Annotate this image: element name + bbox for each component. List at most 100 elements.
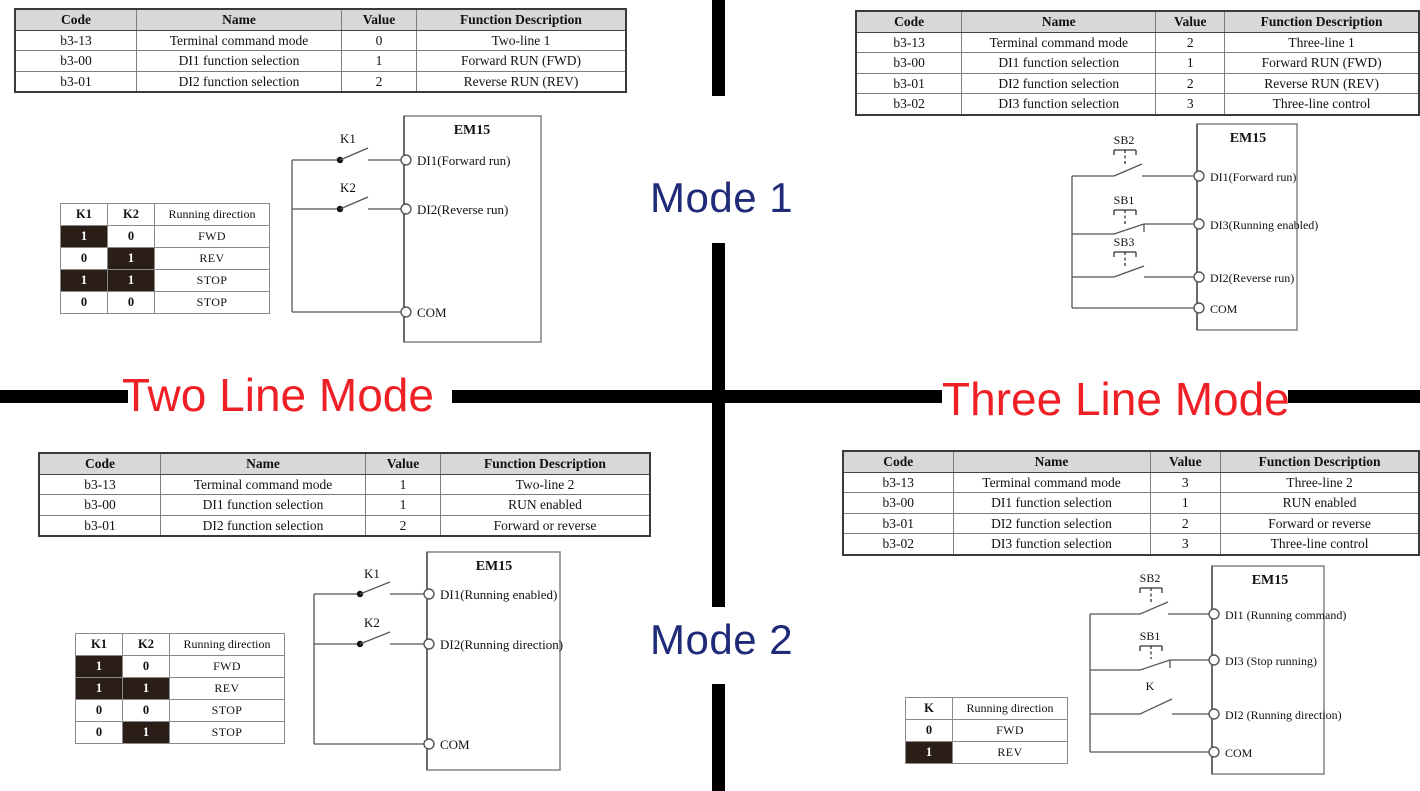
- terminal-label-di2: DI2 (Running direction): [1225, 708, 1342, 722]
- col-code: Code: [14, 8, 137, 31]
- switch-blade-k2: [359, 631, 391, 645]
- cell-name: DI2 function selection: [136, 70, 342, 93]
- terminal-di1: [400, 154, 412, 166]
- cell-value: 3: [1155, 93, 1226, 116]
- cell-code: b3-01: [38, 514, 161, 537]
- terminal-com: [1208, 746, 1220, 758]
- terminal-label-di2: DI2(Reverse run): [1210, 271, 1294, 285]
- cell-description: Two-line 1: [416, 29, 627, 52]
- param-table-three-line-2: Code Name Value Function Description b3-…: [842, 450, 1420, 556]
- terminal-di2: [400, 203, 412, 215]
- mode-2-label: Mode 2: [650, 616, 794, 663]
- cell-description: Forward or reverse: [440, 514, 651, 537]
- truth-row: 0 0 STOP: [60, 291, 270, 314]
- table-header-row: Code Name Value Function Description: [38, 452, 651, 475]
- col-function-description: Function Description: [1220, 450, 1420, 473]
- col-k2: K2: [122, 633, 170, 656]
- switch-blade-k2: [339, 196, 369, 210]
- truth-row: 0 FWD: [905, 719, 1068, 742]
- truth-table-two-line-1: K1 K2 Running direction 1 0 FWD 0 1 REV …: [60, 203, 270, 314]
- switch-blade-sb1: [1139, 659, 1171, 671]
- param-table-three-line-1: Code Name Value Function Description b3-…: [855, 10, 1420, 116]
- truth-row: 1 0 FWD: [60, 225, 270, 248]
- quadrant-two-line-1: Code Name Value Function Description b3-…: [0, 0, 712, 390]
- drive-body: [1211, 565, 1325, 775]
- switch-blade-sb3: [1113, 265, 1145, 278]
- truth-header-row: K Running direction: [905, 697, 1068, 720]
- cell-value: 3: [1149, 471, 1222, 494]
- col-name: Name: [160, 452, 366, 475]
- cell-name: Terminal command mode: [160, 473, 366, 496]
- cell-name: DI2 function selection: [160, 514, 366, 537]
- cell-description: Reverse RUN (REV): [1224, 72, 1420, 95]
- col-running-direction: Running direction: [169, 633, 285, 656]
- cell-description: Forward RUN (FWD): [416, 50, 627, 72]
- cell-name: DI2 function selection: [961, 72, 1157, 95]
- contact-dot-k2: [336, 205, 344, 213]
- vertical-divider-bottom: [712, 684, 725, 791]
- cell-value: 1: [1149, 492, 1222, 514]
- col-code: Code: [855, 10, 963, 33]
- col-function-description: Function Description: [416, 8, 627, 31]
- cell-direction: REV: [952, 741, 1068, 764]
- col-name: Name: [952, 450, 1151, 473]
- switch-blade-k: [1139, 698, 1173, 715]
- terminal-label-di1: DI1(Running enabled): [440, 587, 557, 602]
- terminal-label-di1: DI1(Forward run): [1210, 170, 1296, 184]
- table-row: b3-02 DI3 function selection 3 Three-lin…: [842, 533, 1420, 556]
- cell-name: Terminal command mode: [961, 31, 1157, 54]
- switch-label-sb2: SB2: [1114, 133, 1135, 147]
- cell-direction: STOP: [154, 291, 270, 314]
- three-line-mode-title: Three Line Mode: [942, 373, 1290, 425]
- col-k2: K2: [107, 203, 155, 226]
- cell-code: b3-00: [855, 52, 963, 74]
- device-name: EM15: [454, 123, 491, 138]
- truth-row: 0 0 STOP: [75, 699, 285, 722]
- switch-label-sb1: SB1: [1140, 629, 1161, 643]
- table-row: b3-13 Terminal command mode 0 Two-line 1: [14, 29, 627, 52]
- table-row: b3-02 DI3 function selection 3 Three-lin…: [855, 93, 1420, 116]
- truth-table-three-line-2: K Running direction 0 FWD 1 REV: [905, 697, 1068, 764]
- terminal-label-di1: DI1(Forward run): [417, 153, 511, 168]
- switch-label-sb3: SB3: [1114, 235, 1135, 249]
- param-table-two-line-2: Code Name Value Function Description b3-…: [38, 452, 651, 538]
- col-code: Code: [842, 450, 954, 473]
- truth-row: 1 1 REV: [75, 677, 285, 700]
- mode-1-label: Mode 1: [650, 174, 794, 221]
- switch-blade-k1: [339, 147, 369, 161]
- truth-row: 0 1 REV: [60, 247, 270, 270]
- col-function-description: Function Description: [1224, 10, 1420, 33]
- cell-description: Three-line control: [1224, 93, 1420, 116]
- truth-header-row: K1 K2 Running direction: [60, 203, 270, 226]
- col-name: Name: [961, 10, 1157, 33]
- circuit-two-line-2: EM15 K1 DI1(Running enabled) K2 DI2(Runn…: [312, 548, 602, 778]
- cell-code: b3-13: [38, 473, 161, 496]
- cell-code: b3-01: [14, 70, 137, 93]
- quadrant-two-line-2: Code Name Value Function Description b3-…: [0, 390, 712, 791]
- col-k: K: [905, 697, 953, 720]
- cell-value: 1: [341, 50, 417, 72]
- col-k1: K1: [75, 633, 123, 656]
- truth-table-two-line-2: K1 K2 Running direction 1 0 FWD 1 1 REV …: [75, 633, 285, 744]
- terminal-label-di2: DI2(Reverse run): [417, 202, 508, 217]
- cell-k2: 1: [107, 269, 155, 292]
- cell-name: Terminal command mode: [136, 29, 342, 52]
- table-row: b3-01 DI2 function selection 2 Reverse R…: [14, 70, 627, 93]
- quadrant-three-line-1: Code Name Value Function Description b3-…: [712, 0, 1420, 390]
- truth-row: 0 1 STOP: [75, 721, 285, 744]
- cell-k1: 1: [75, 677, 123, 700]
- terminal-com: [1193, 302, 1205, 314]
- col-k1: K1: [60, 203, 108, 226]
- col-function-description: Function Description: [440, 452, 651, 475]
- cell-code: b3-00: [38, 494, 161, 516]
- truth-row: 1 0 FWD: [75, 655, 285, 678]
- cell-name: DI2 function selection: [952, 512, 1151, 535]
- cell-value: 3: [1149, 533, 1222, 556]
- cell-description: Three-line 1: [1224, 31, 1420, 54]
- col-value: Value: [1149, 450, 1222, 473]
- switch-label-k2: K2: [340, 180, 356, 195]
- switch-blade-sb1: [1113, 223, 1145, 235]
- terminal-com: [400, 306, 412, 318]
- cell-description: Two-line 2: [440, 473, 651, 496]
- cell-k1: 1: [60, 225, 108, 248]
